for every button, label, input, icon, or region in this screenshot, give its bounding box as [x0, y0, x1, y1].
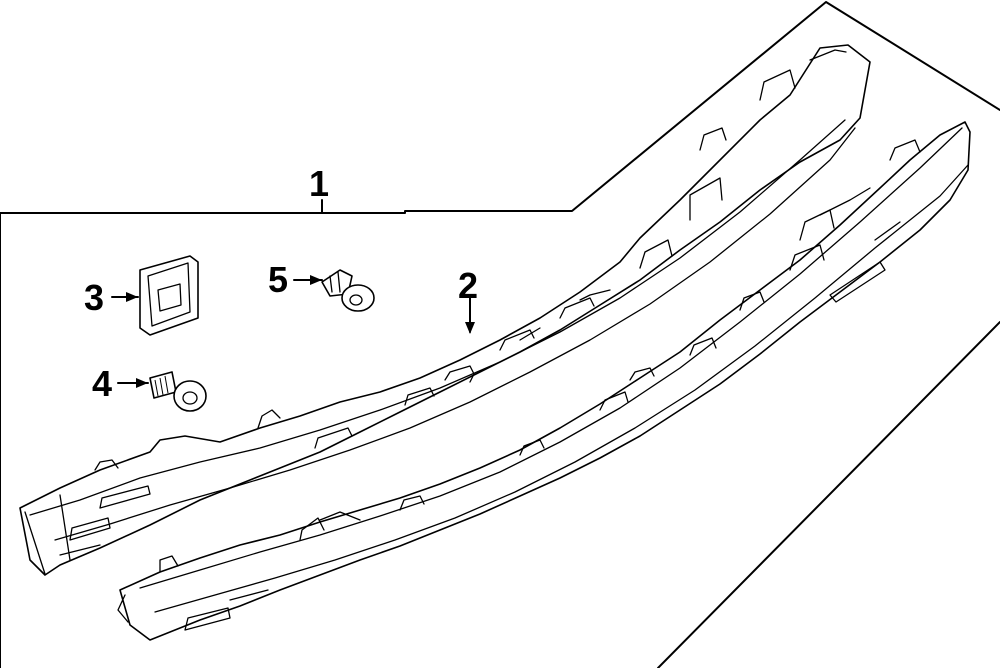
upper-reflector-part: [19, 44, 871, 576]
lower-housing-part: [117, 121, 971, 641]
callout-3: 3: [84, 277, 104, 318]
push-clip-part: [321, 269, 375, 312]
bolt-part: [149, 371, 207, 412]
callout-5: 5: [268, 259, 288, 300]
callout-4: 4: [92, 363, 112, 404]
callout-2: 2: [458, 265, 478, 306]
square-pad-part: [139, 255, 199, 336]
callout-1: 1: [309, 163, 329, 204]
leader-arrows: [111, 275, 475, 388]
